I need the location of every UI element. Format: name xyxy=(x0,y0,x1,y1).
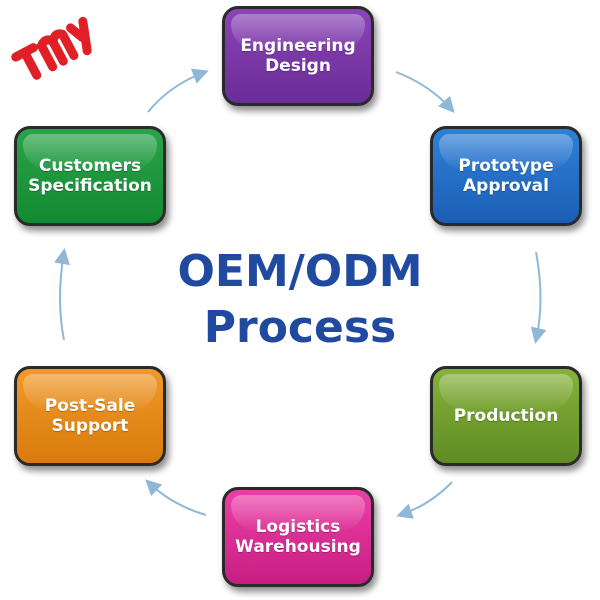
step-label: Customers Specification xyxy=(28,156,152,196)
step-production: Production xyxy=(430,366,582,466)
step-label: Logistics Warehousing xyxy=(235,517,361,557)
diagram-title: OEM/ODM Process xyxy=(150,244,450,356)
arrow-engineering-to-prototype xyxy=(395,71,455,114)
step-label: Post-Sale Support xyxy=(44,396,136,436)
arrow-customers-to-engineering xyxy=(147,68,209,113)
tmy-logo xyxy=(11,16,92,80)
arrow-logistics-to-postsale xyxy=(145,479,207,516)
title-line-2: Process xyxy=(203,302,397,353)
arrow-prototype-to-production xyxy=(530,251,547,344)
step-label: Prototype Approval xyxy=(458,156,554,196)
arrow-production-to-logistics xyxy=(396,481,453,519)
title-line-1: OEM/ODM xyxy=(177,246,423,297)
step-logistics-warehousing: Logistics Warehousing xyxy=(222,487,374,587)
step-customers-specification: Customers Specification xyxy=(14,126,166,226)
arrow-postsale-to-customers xyxy=(54,248,70,341)
step-label: Production xyxy=(453,406,559,426)
step-label: Engineering Design xyxy=(240,36,356,76)
step-prototype-approval: Prototype Approval xyxy=(430,126,582,226)
step-engineering-design: Engineering Design xyxy=(222,6,374,106)
step-post-sale-support: Post-Sale Support xyxy=(14,366,166,466)
